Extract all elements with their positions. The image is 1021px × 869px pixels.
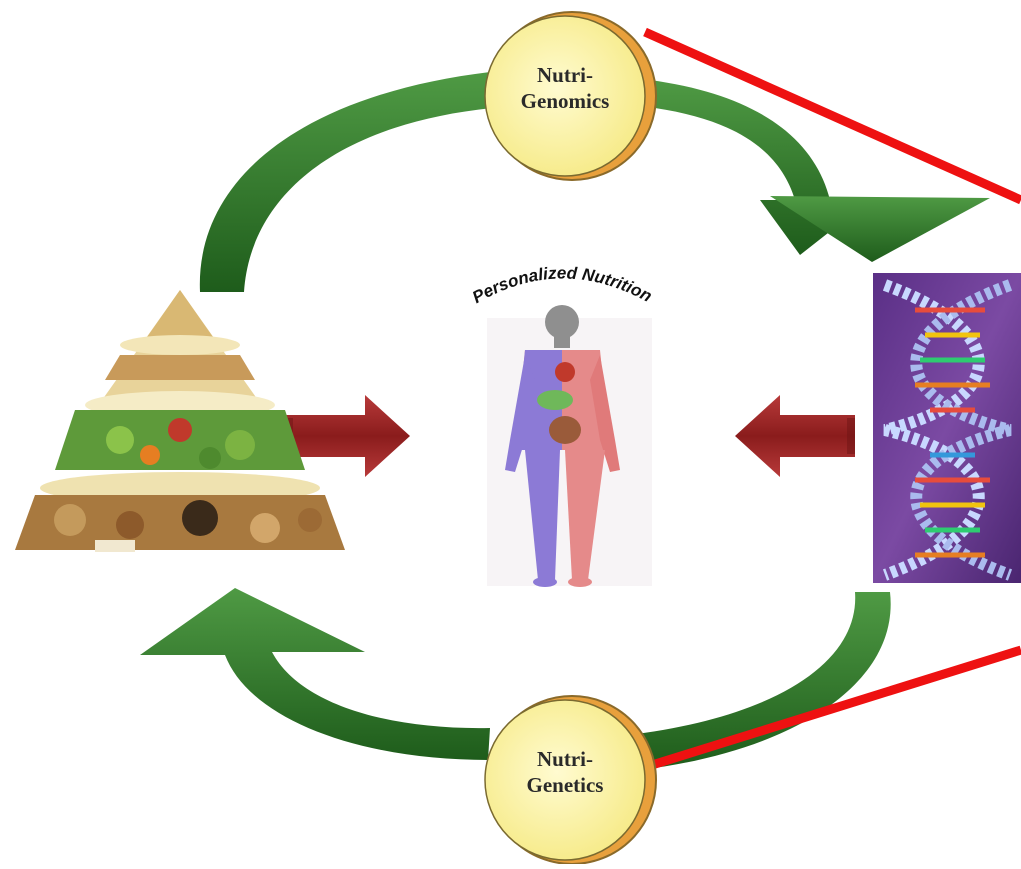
human-body-icon bbox=[487, 305, 652, 587]
nutri-genomics-label: Nutri- Genomics bbox=[505, 62, 625, 115]
cycle-arrow-top-left bbox=[200, 72, 492, 292]
center-title-text: Personalized Nutrition bbox=[469, 263, 655, 307]
nutri-genomics-line2: Genomics bbox=[505, 88, 625, 114]
nutri-genetics-line1: Nutri- bbox=[505, 746, 625, 772]
arrow-dna-to-person bbox=[735, 395, 855, 477]
dna-helix-icon bbox=[873, 273, 1021, 583]
arrow-food-to-person bbox=[285, 395, 410, 477]
nutri-genomics-line1: Nutri- bbox=[505, 62, 625, 88]
cycle-arrow-bottom-left bbox=[140, 588, 490, 760]
cycle-arrow-bottom-right bbox=[636, 592, 891, 770]
nutri-genetics-label: Nutri- Genetics bbox=[505, 746, 625, 799]
nutri-genetics-line2: Genetics bbox=[505, 772, 625, 798]
svg-text:Personalized Nutrition: Personalized Nutrition bbox=[469, 263, 655, 307]
